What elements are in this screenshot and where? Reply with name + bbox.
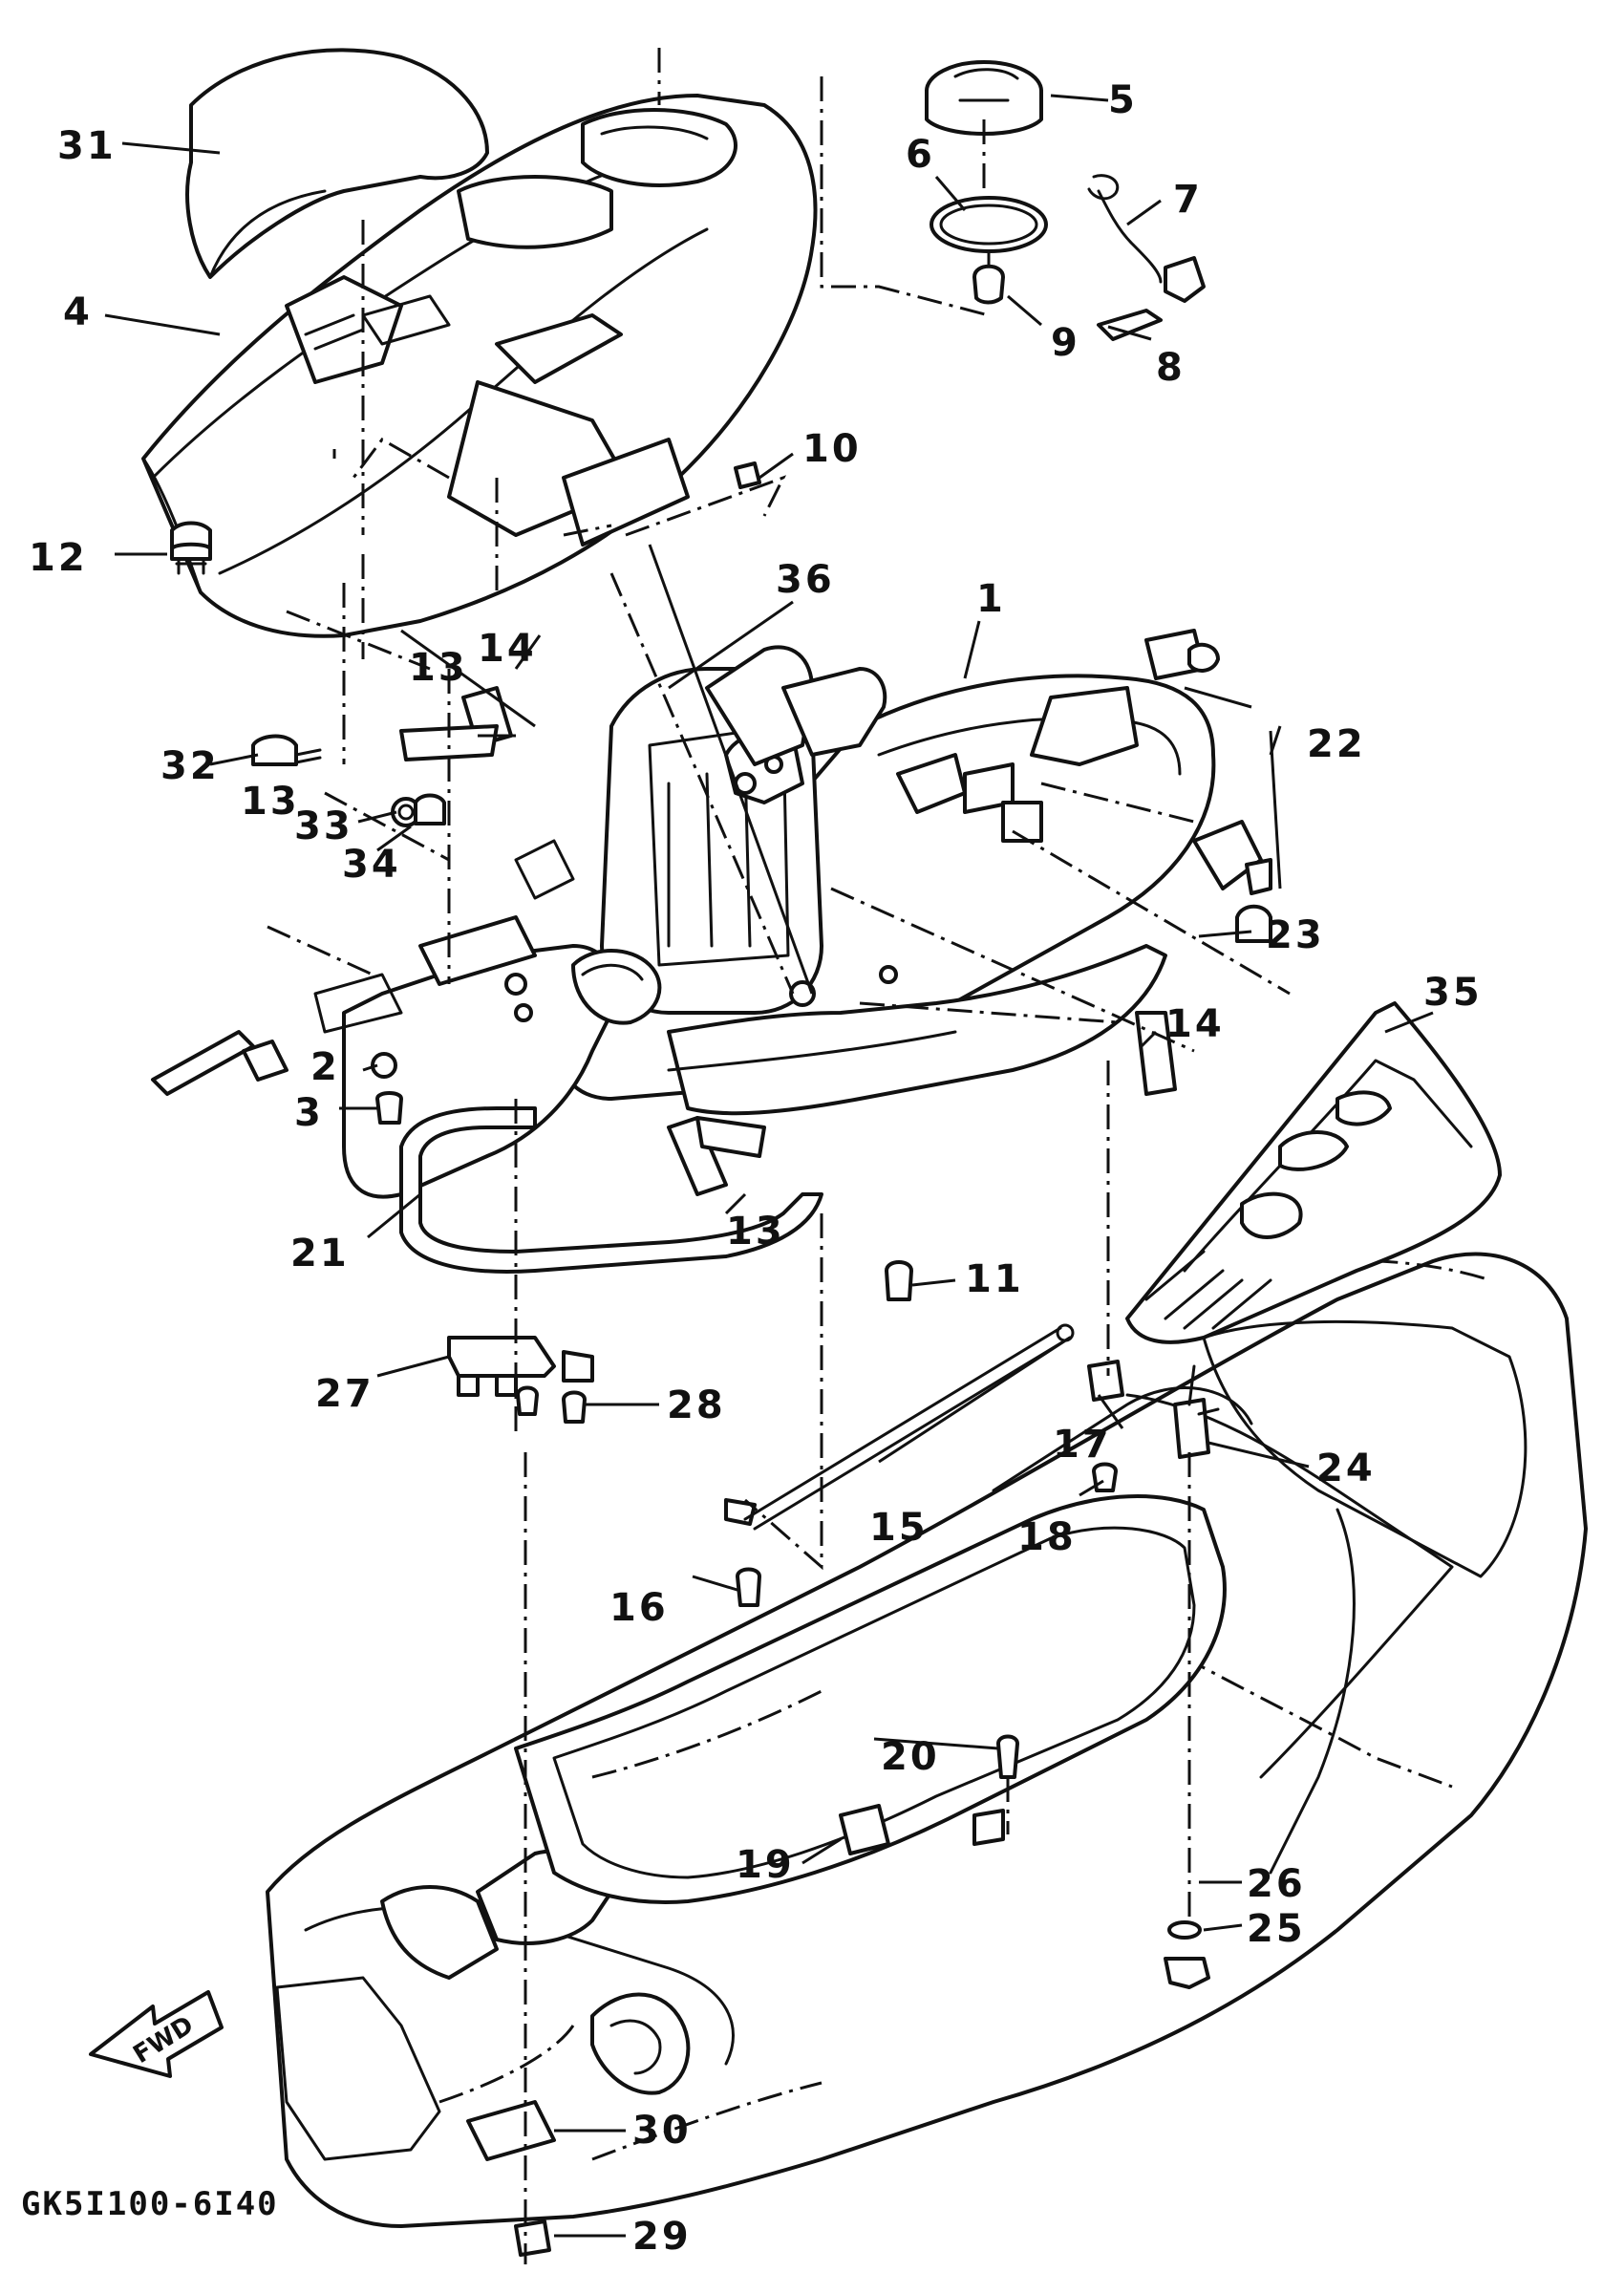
callout-27: 27 bbox=[315, 1372, 374, 1416]
callout-2: 2 bbox=[310, 1045, 340, 1089]
callout-28: 28 bbox=[667, 1383, 726, 1427]
callout-10: 10 bbox=[802, 427, 862, 471]
callout-35: 35 bbox=[1423, 971, 1483, 1015]
callout-11: 11 bbox=[965, 1257, 1024, 1301]
callout-20: 20 bbox=[881, 1735, 940, 1779]
callout-14a: 14 bbox=[478, 627, 537, 671]
callout-8: 8 bbox=[1156, 346, 1186, 390]
callout-4: 4 bbox=[63, 290, 93, 334]
callout-5: 5 bbox=[1108, 78, 1138, 122]
callout-6: 6 bbox=[906, 133, 935, 177]
leader-lines bbox=[104, 94, 1434, 2238]
callout-33: 33 bbox=[294, 804, 353, 848]
small-hardware bbox=[151, 461, 1272, 2257]
callout-24: 24 bbox=[1316, 1447, 1376, 1490]
callout-19: 19 bbox=[736, 1843, 795, 1887]
callout-15: 15 bbox=[869, 1506, 929, 1550]
callout-16: 16 bbox=[609, 1586, 669, 1630]
callout-29: 29 bbox=[632, 2215, 692, 2259]
seat-cover-part-31 bbox=[185, 48, 489, 279]
callout-13c: 13 bbox=[726, 1210, 785, 1254]
hood-part-4 bbox=[141, 94, 818, 638]
callout-21: 21 bbox=[290, 1232, 350, 1276]
callout-30: 30 bbox=[632, 2109, 692, 2153]
storage-compartment bbox=[514, 1386, 1253, 1904]
fuel-cap-assembly bbox=[925, 60, 1206, 341]
inspection-cover-part-35 bbox=[1125, 1001, 1502, 1344]
callout-14b: 14 bbox=[1165, 1002, 1225, 1046]
callout-23: 23 bbox=[1266, 913, 1325, 957]
callout-13b: 13 bbox=[241, 780, 300, 824]
callout-32: 32 bbox=[160, 744, 220, 788]
callout-36: 36 bbox=[776, 558, 835, 602]
callout-1: 1 bbox=[976, 577, 1006, 621]
deck-frame-part-1 bbox=[313, 645, 1263, 1199]
callout-18: 18 bbox=[1017, 1515, 1077, 1559]
callout-25: 25 bbox=[1247, 1907, 1306, 1951]
diagram-code: GK5I100-6I40 bbox=[21, 2185, 279, 2223]
callout-3: 3 bbox=[294, 1091, 324, 1135]
callout-7: 7 bbox=[1173, 178, 1203, 222]
callout-26: 26 bbox=[1247, 1862, 1306, 1906]
callout-9: 9 bbox=[1051, 321, 1080, 365]
callout-31: 31 bbox=[57, 124, 117, 168]
callout-17: 17 bbox=[1053, 1423, 1112, 1467]
callout-12: 12 bbox=[29, 536, 88, 580]
assembly-lines bbox=[267, 48, 1291, 2264]
callout-13a: 13 bbox=[409, 646, 468, 690]
gasket-part-21 bbox=[399, 1106, 823, 1274]
callout-22: 22 bbox=[1307, 722, 1366, 766]
fwd-arrow: FWD bbox=[89, 1990, 224, 2078]
callout-labels: 31 4 12 5 6 7 8 9 10 36 1 14 13 22 32 13… bbox=[29, 78, 1483, 2259]
callout-34: 34 bbox=[342, 843, 401, 887]
